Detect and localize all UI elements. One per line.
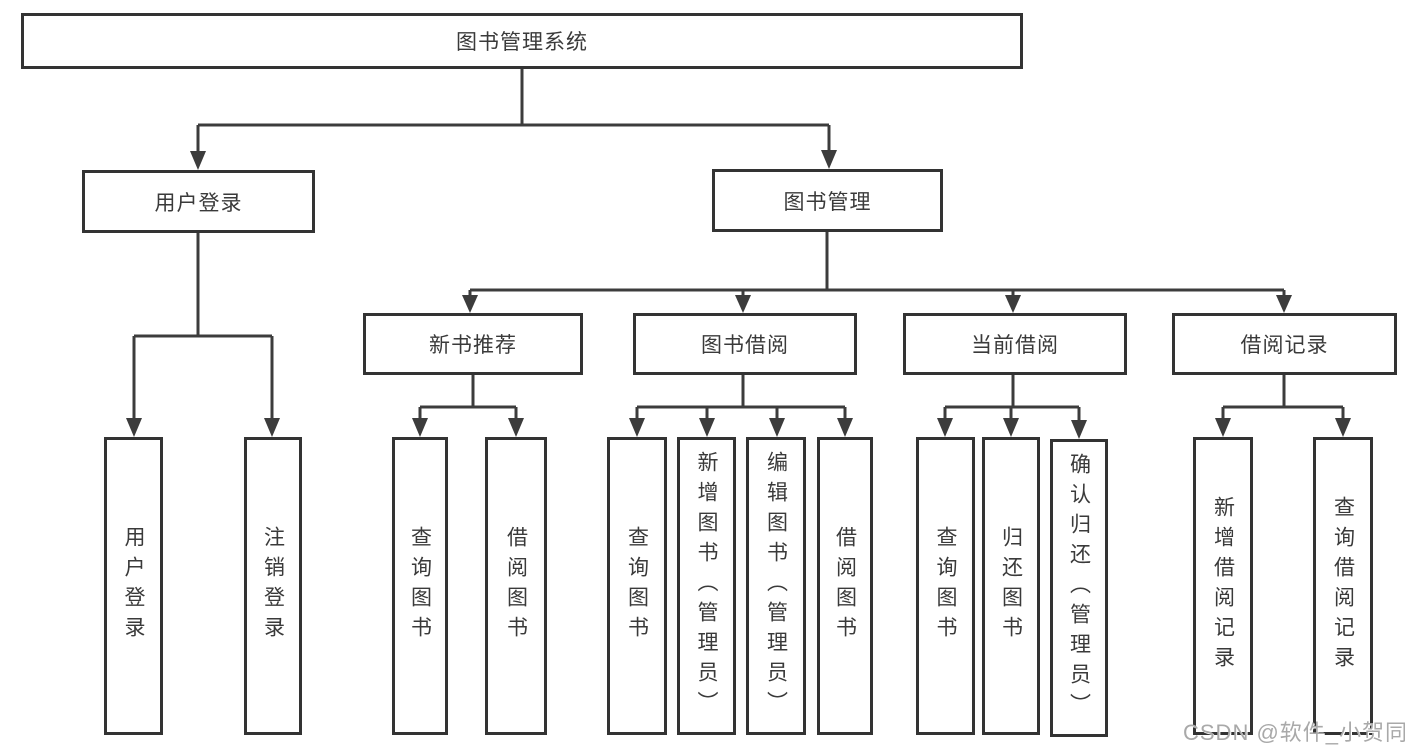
leaf-rec-query-book-label: 查询图书 xyxy=(408,526,432,646)
leaf-logout: 注销登录 xyxy=(244,437,302,735)
leaf-borrow-borrow-book: 借阅图书 xyxy=(817,437,873,735)
leaf-borrow-edit-book-admin: 编辑图书（管理员） xyxy=(746,437,806,735)
node-current-borrow-label: 当前借阅 xyxy=(971,334,1059,357)
arrowheads xyxy=(126,150,1351,439)
leaf-borrow-add-book-admin: 新增图书（管理员） xyxy=(677,437,736,735)
node-current-borrow: 当前借阅 xyxy=(903,313,1127,375)
node-book-borrow-label: 图书借阅 xyxy=(701,334,789,357)
leaf-record-add-record-label: 新增借阅记录 xyxy=(1211,496,1235,676)
leaf-current-return-book: 归还图书 xyxy=(982,437,1040,735)
leaf-user-login-label: 用户登录 xyxy=(122,526,145,646)
node-borrow-record-label: 借阅记录 xyxy=(1240,334,1329,357)
node-user-login-label: 用户登录 xyxy=(154,191,243,215)
node-new-book-recommend-label: 新书推荐 xyxy=(429,334,517,357)
node-book-management-label: 图书管理 xyxy=(783,190,872,214)
leaf-current-return-book-label: 归还图书 xyxy=(999,526,1023,646)
node-borrow-record: 借阅记录 xyxy=(1172,313,1397,375)
leaf-current-query-book: 查询图书 xyxy=(916,437,975,735)
leaf-rec-borrow-book: 借阅图书 xyxy=(485,437,547,735)
node-root-label: 图书管理系统 xyxy=(456,31,588,54)
leaf-borrow-add-book-admin-label: 新增图书（管理员） xyxy=(695,451,718,721)
leaf-borrow-query-book-label: 查询图书 xyxy=(625,526,649,646)
leaf-user-login: 用户登录 xyxy=(104,437,163,735)
node-book-borrow: 图书借阅 xyxy=(633,313,857,375)
node-user-login: 用户登录 xyxy=(82,170,315,233)
leaf-record-query-record: 查询借阅记录 xyxy=(1313,437,1373,735)
leaf-borrow-query-book: 查询图书 xyxy=(607,437,667,735)
leaf-current-confirm-return-admin: 确认归还（管理员） xyxy=(1050,439,1108,737)
node-root: 图书管理系统 xyxy=(21,13,1023,69)
leaf-rec-query-book: 查询图书 xyxy=(392,437,448,735)
leaf-rec-borrow-book-label: 借阅图书 xyxy=(504,526,528,646)
node-book-management: 图书管理 xyxy=(712,169,943,232)
leaf-logout-label: 注销登录 xyxy=(261,526,285,646)
leaf-record-add-record: 新增借阅记录 xyxy=(1193,437,1253,735)
leaf-current-confirm-return-admin-label: 确认归还（管理员） xyxy=(1067,453,1091,723)
leaf-record-query-record-label: 查询借阅记录 xyxy=(1331,496,1355,676)
leaf-current-query-book-label: 查询图书 xyxy=(934,526,957,646)
leaf-borrow-borrow-book-label: 借阅图书 xyxy=(833,526,857,646)
leaf-borrow-edit-book-admin-label: 编辑图书（管理员） xyxy=(764,451,788,721)
csdn-watermark: CSDN @软件_小贺同学 xyxy=(1183,720,1405,745)
node-new-book-recommend: 新书推荐 xyxy=(363,313,583,375)
